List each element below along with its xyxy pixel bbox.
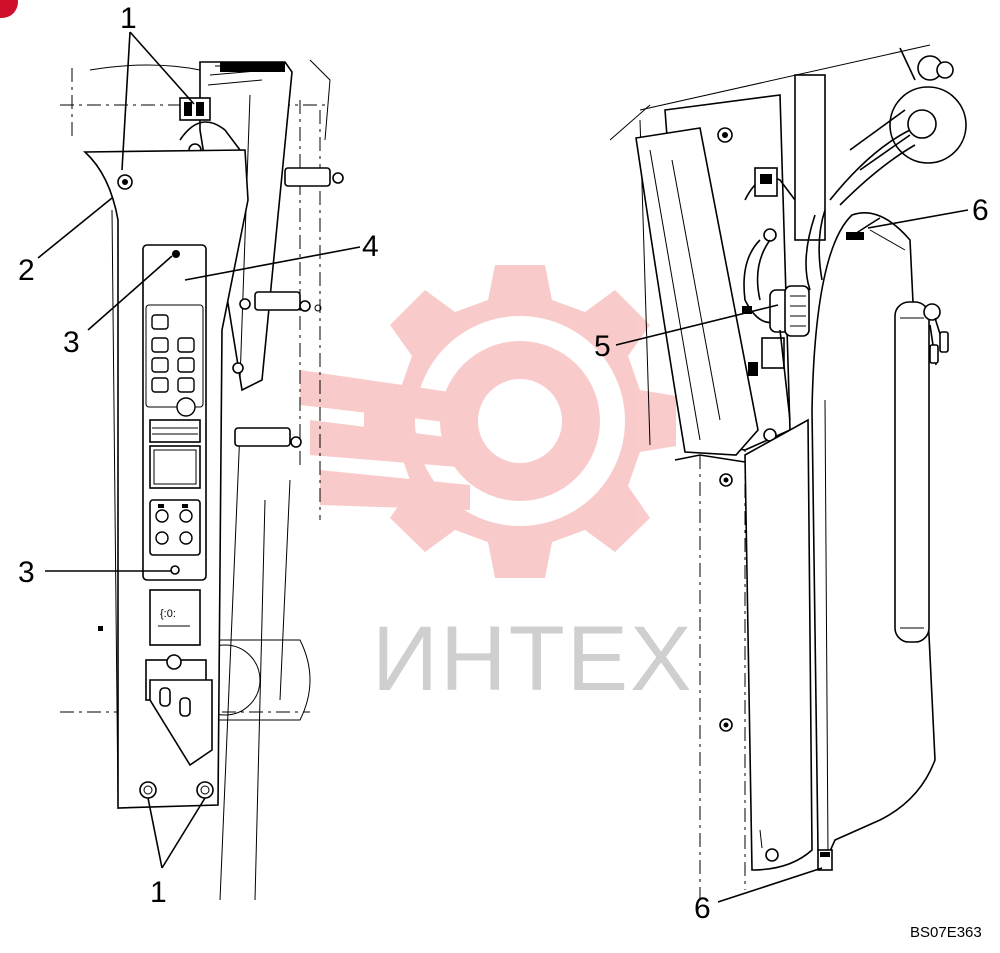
callout-3-upper: 3	[63, 326, 80, 359]
callout-1-top: 1	[120, 2, 137, 35]
left-assembly: {:0:	[60, 59, 344, 901]
callout-6-bottom: 6	[694, 892, 711, 925]
callout-3-lower: 3	[18, 556, 35, 589]
callout-6-top: 6	[972, 194, 989, 227]
callout-4: 4	[362, 230, 379, 263]
callout-5: 5	[594, 330, 611, 363]
callout-1-bottom: 1	[150, 876, 167, 909]
callout-labels: 1 2 3 4 3 1 5 6 6	[18, 2, 989, 925]
svg-text:{:0:: {:0:	[160, 608, 176, 620]
corner-mark	[0, 0, 18, 18]
switch-grid	[151, 314, 195, 393]
round-switches	[155, 504, 193, 545]
leader-lines	[37, 31, 969, 903]
drawing-code: BS07E363	[910, 924, 982, 941]
watermark-logo	[300, 265, 676, 578]
watermark-text: ИНТЕХ	[372, 608, 694, 710]
right-assembly	[609, 44, 967, 900]
callout-2: 2	[18, 254, 35, 287]
harness-connector	[742, 285, 810, 376]
